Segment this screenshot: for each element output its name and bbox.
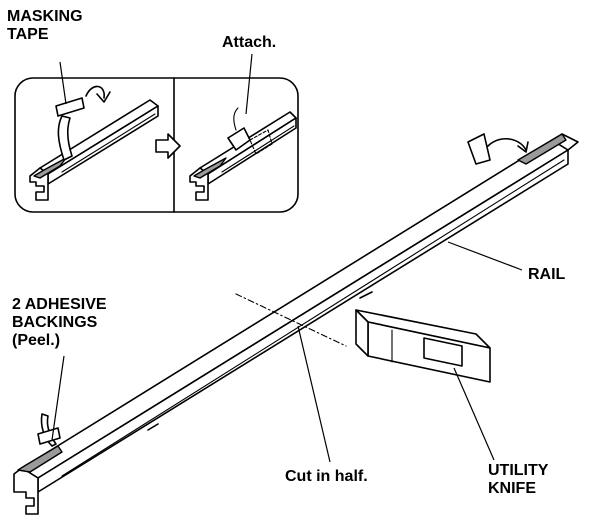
adhesive-line-1: 2 ADHESIVE xyxy=(12,296,107,313)
masking-tape-label: MASKING TAPE xyxy=(7,8,83,44)
leader-lines xyxy=(51,53,523,463)
utility-knife-line-2: KNIFE xyxy=(488,480,536,497)
adhesive-line-3: (Peel.) xyxy=(12,332,61,349)
adhesive-backing-right xyxy=(517,133,567,165)
adhesive-backings-label: 2 ADHESIVE BACKINGS (Peel.) xyxy=(12,296,107,350)
peeled-tab-left xyxy=(37,413,61,447)
masking-tape-line-2: TAPE xyxy=(7,26,49,43)
masking-tape-line-1: MASKING xyxy=(7,8,83,25)
utility-knife-icon xyxy=(355,309,491,383)
right-arrow-icon xyxy=(155,133,181,159)
attach-label: Attach. xyxy=(222,34,277,51)
inset-left-rail-end xyxy=(29,97,159,201)
cut-in-half-label: Cut in half. xyxy=(285,468,368,485)
curved-arrow-icon xyxy=(85,85,111,103)
adhesive-line-2: BACKINGS xyxy=(12,314,98,331)
inset-right-rail-end xyxy=(189,107,297,201)
utility-knife-line-1: UTILITY xyxy=(488,462,549,479)
rail-label: RAIL xyxy=(528,266,566,283)
rail xyxy=(13,133,579,515)
peeled-tab-right xyxy=(467,133,529,165)
utility-knife-label: UTILITY KNIFE xyxy=(488,462,548,498)
adhesive-backing-left xyxy=(17,445,63,473)
